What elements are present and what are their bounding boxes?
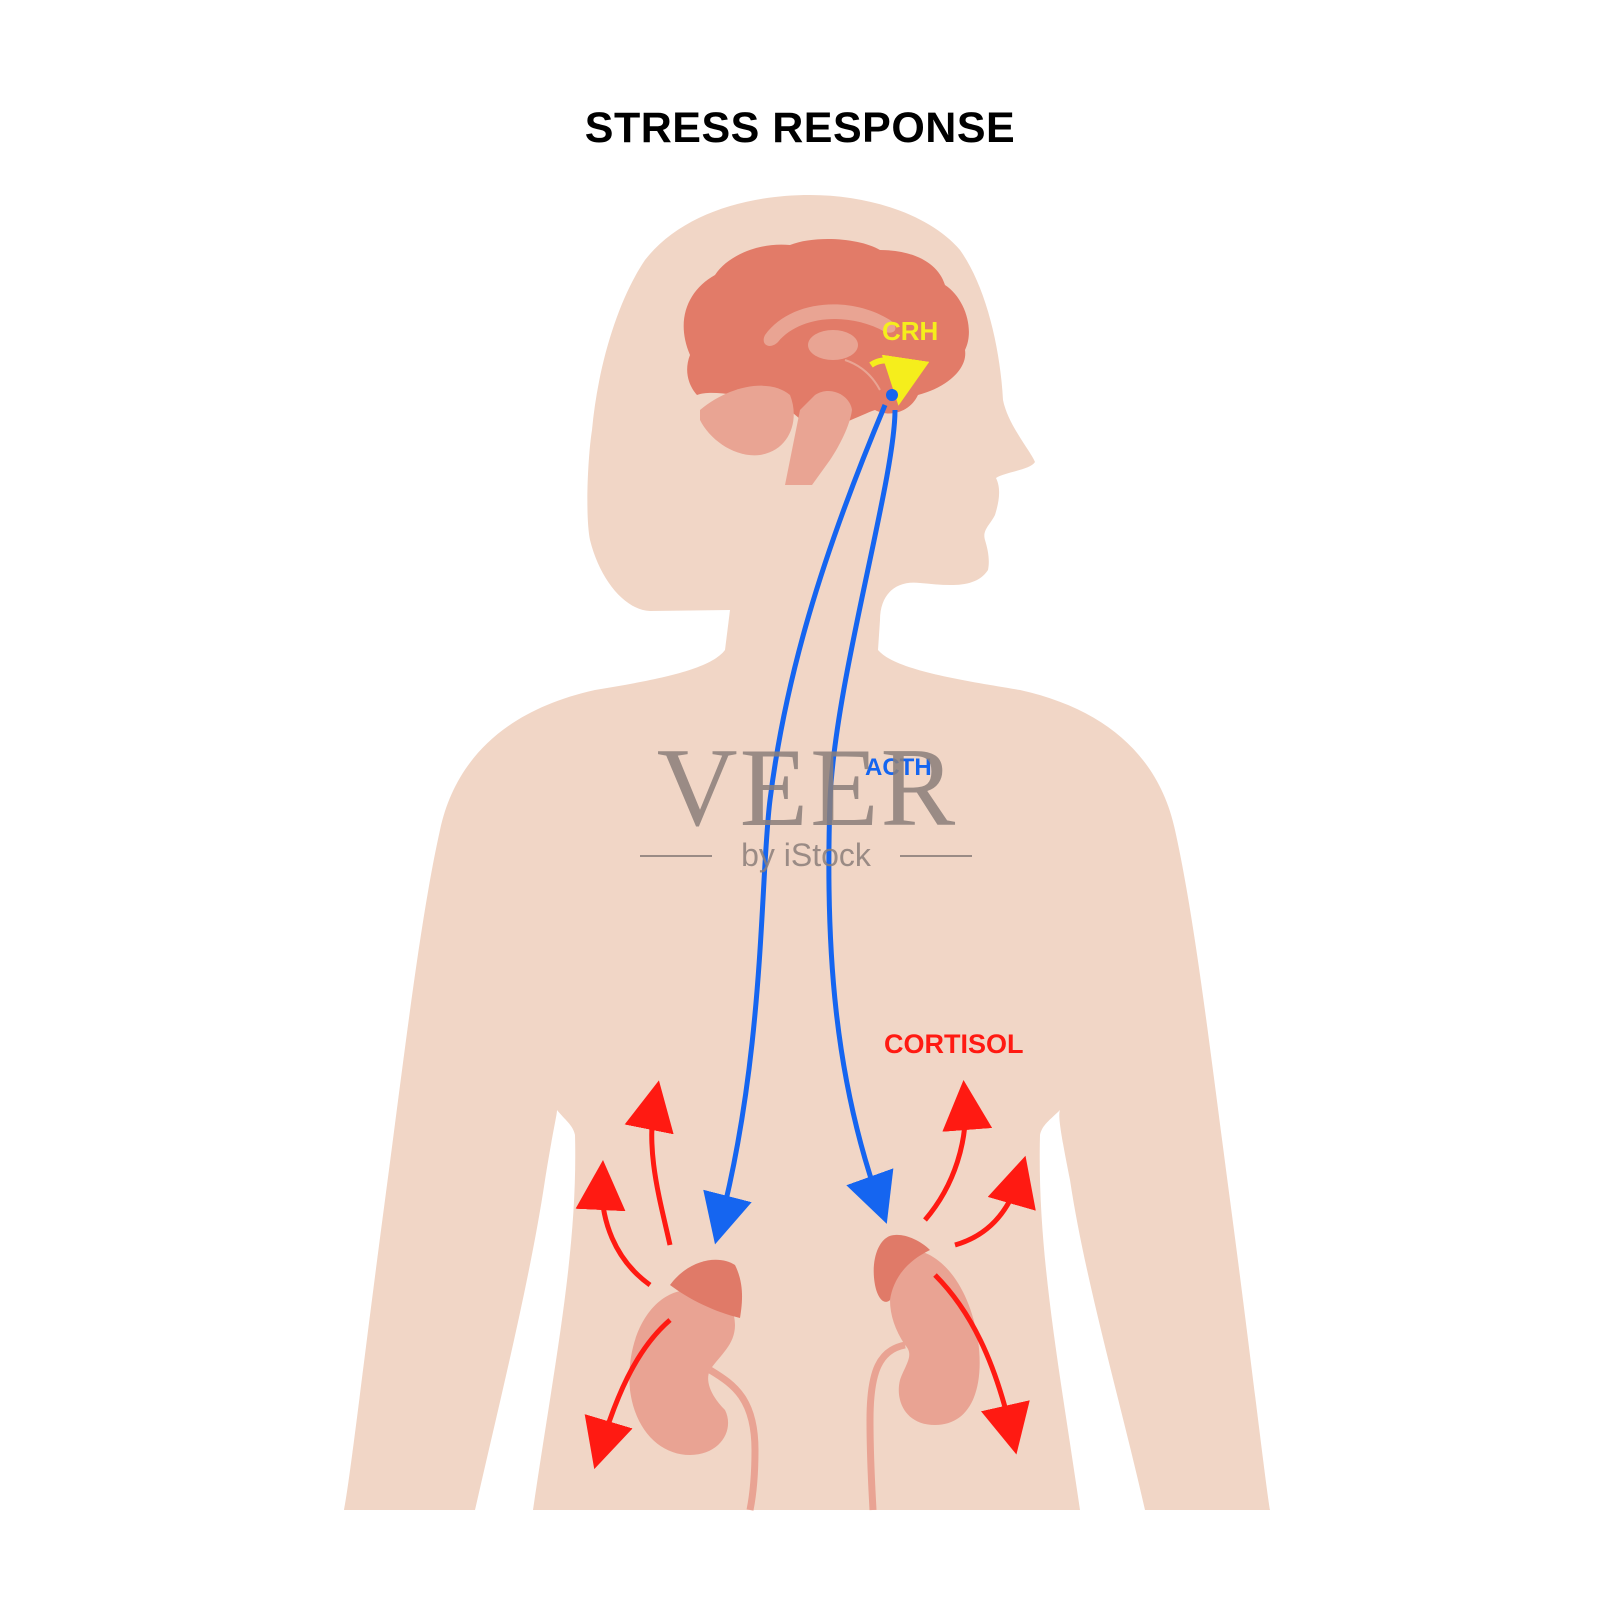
brain-thalamus bbox=[808, 330, 858, 360]
watermark: VEER by iStock bbox=[640, 726, 972, 873]
brain-cerebellum bbox=[700, 385, 794, 456]
diagram-title: STRESS RESPONSE bbox=[584, 104, 1016, 152]
cortisol-label: CORTISOL bbox=[884, 1029, 1024, 1059]
acth-arrow-left bbox=[703, 404, 888, 1245]
brain-corpus-callosum bbox=[763, 304, 896, 346]
right-ureter bbox=[866, 1341, 906, 1511]
cortisol-arrow-4 bbox=[923, 1080, 993, 1222]
cortisol-arrow-6 bbox=[933, 1273, 1030, 1455]
right-adrenal-gland bbox=[873, 1234, 930, 1302]
body-silhouette bbox=[344, 195, 1270, 1510]
brain-hypothalamus-stalk bbox=[844, 359, 881, 391]
left-adrenal-gland bbox=[670, 1259, 743, 1318]
right-kidney-group bbox=[866, 1234, 980, 1511]
brain-stem bbox=[785, 390, 852, 485]
acth-label: ACTH bbox=[865, 754, 932, 781]
right-kidney bbox=[890, 1250, 980, 1425]
acth-arrow-right bbox=[826, 409, 898, 1224]
crh-label: CRH bbox=[882, 316, 938, 346]
crh-arrow bbox=[869, 354, 930, 406]
cortisol-arrow-3 bbox=[584, 1318, 672, 1470]
cortisol-arrow-1 bbox=[624, 1080, 674, 1246]
hypothalamus-dot bbox=[886, 389, 898, 401]
watermark-byline: by iStock bbox=[741, 837, 872, 873]
watermark-brand: VEER bbox=[657, 726, 957, 850]
left-ureter bbox=[708, 1366, 759, 1511]
cortisol-arrow-5 bbox=[954, 1155, 1036, 1248]
cortisol-arrow-2 bbox=[575, 1160, 652, 1288]
